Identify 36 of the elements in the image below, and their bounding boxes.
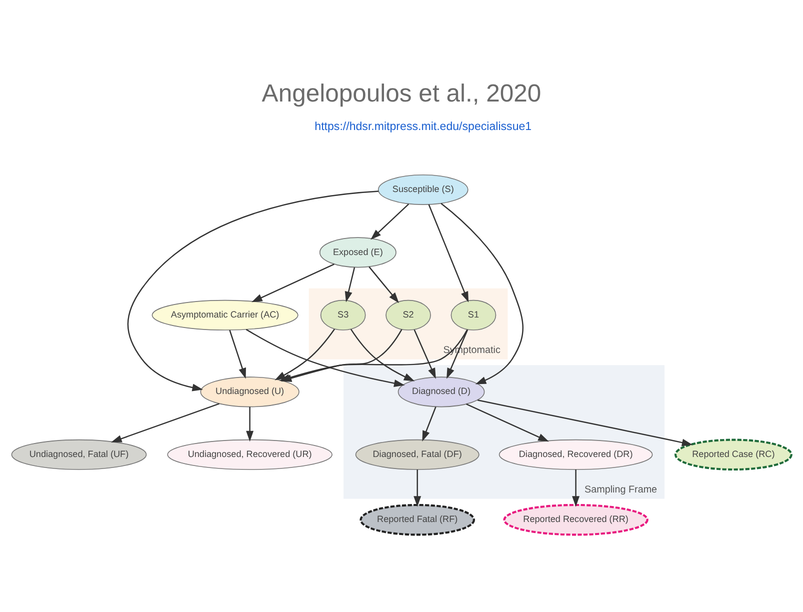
node-ellipse: S1 xyxy=(450,299,496,330)
node-ellipse: Undiagnosed, Recovered (UR) xyxy=(167,438,332,470)
node-ellipse: Undiagnosed, Fatal (UF) xyxy=(11,438,147,470)
arrow xyxy=(350,328,415,381)
arrow xyxy=(111,402,220,442)
label: https://hdsr.mitpress.mit.edu/specialissue1 xyxy=(314,120,532,133)
arrow xyxy=(466,403,549,442)
arrow xyxy=(246,406,254,442)
arrow xyxy=(127,190,379,391)
arrow xyxy=(246,328,405,386)
arrow xyxy=(414,329,436,378)
arrow xyxy=(414,469,422,506)
arrow xyxy=(446,329,468,378)
node-ellipse: Diagnosed (D) xyxy=(398,376,485,407)
arrow xyxy=(344,266,356,302)
node-ellipse: Asymptomatic Carrier (AC) xyxy=(152,299,298,330)
arrow xyxy=(370,203,410,240)
arrow xyxy=(428,204,469,302)
arrow xyxy=(440,202,524,384)
arrow xyxy=(229,329,246,378)
node-ellipse: S3 xyxy=(320,299,366,330)
node-ellipse: Diagnosed, Recovered (DR) xyxy=(498,438,653,470)
node-ellipse: S2 xyxy=(386,299,431,330)
node-ellipse: Exposed (E) xyxy=(319,236,396,268)
arrow xyxy=(252,263,334,302)
arrow xyxy=(422,406,436,441)
node-ellipse: Reported Fatal (RF) xyxy=(360,503,476,536)
node-ellipse: Susceptible (S) xyxy=(378,174,468,204)
node-ellipse: Reported Recovered (RR) xyxy=(503,503,648,536)
arrow xyxy=(572,469,580,506)
node-ellipse: Diagnosed, Fatal (DF) xyxy=(355,438,480,470)
arrow xyxy=(477,399,693,446)
arrow xyxy=(368,266,400,303)
node-ellipse: Undiagnosed (U) xyxy=(200,376,300,407)
diagram-title: Angelopoulos et al., 2020 xyxy=(262,80,542,107)
arrow xyxy=(280,328,402,382)
